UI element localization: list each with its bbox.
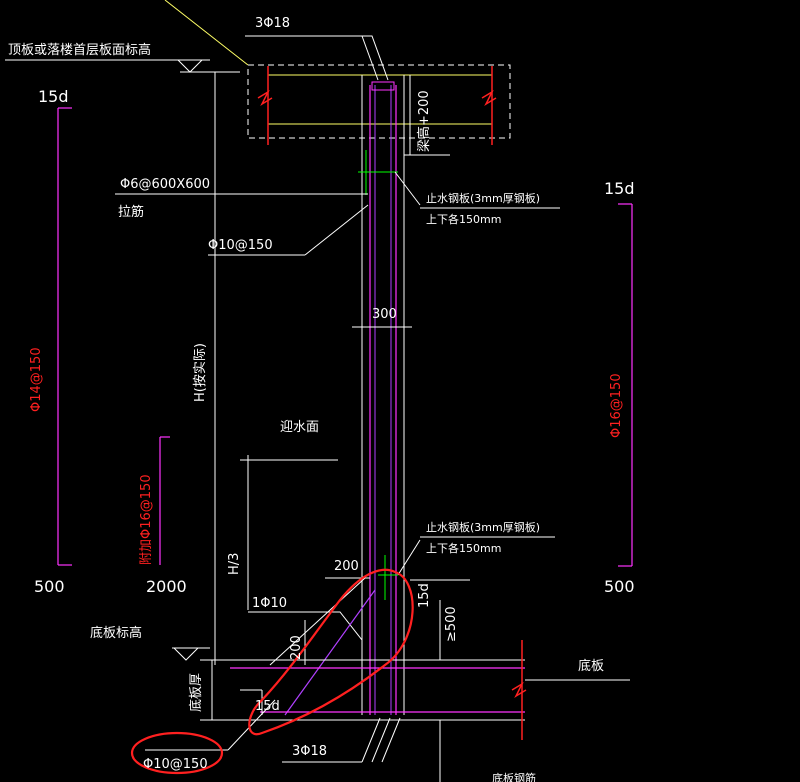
label-dim-2000: 2000 xyxy=(146,577,187,596)
label-phi10-bottom: Φ10@150 xyxy=(143,757,208,772)
bottom-bar-leader4 xyxy=(381,717,401,763)
label-right-vert-bar: Φ16@150 xyxy=(609,373,624,438)
label-dim-500-left: 500 xyxy=(34,577,65,596)
label-dim-200-diag: 200 xyxy=(289,635,304,660)
phi10-bot-leader2 xyxy=(227,699,276,751)
label-tie-spacing: Φ6@600X600 xyxy=(120,177,210,192)
haunch-rebar xyxy=(284,589,376,716)
label-add-bar: 附加Φ16@150 xyxy=(139,474,154,565)
label-right-15d: 15d xyxy=(604,179,635,198)
roof-elev-triangle xyxy=(177,59,203,73)
phi10-top-leader2 xyxy=(304,204,369,256)
beam-break-right-zig xyxy=(481,90,497,106)
label-base-elev: 底板标高 xyxy=(90,625,142,641)
waterstop-top-leader xyxy=(394,171,421,206)
haunch-face xyxy=(269,577,366,666)
top-bar-leader3 xyxy=(361,35,379,81)
base-break-zig xyxy=(511,682,527,698)
red-circle-haunch xyxy=(248,568,414,736)
label-left-vert-bar: Φ14@150 xyxy=(29,347,44,412)
label-phi10-top: Φ10@150 xyxy=(208,238,273,253)
label-base-slab: 底板 xyxy=(578,658,604,674)
waterstop-bot-leader xyxy=(397,539,421,576)
label-base-rebar: 底板钢筋 xyxy=(492,771,536,782)
beam-break-left-zig xyxy=(257,90,273,106)
wall-top-hook xyxy=(371,81,395,91)
top-leader-line xyxy=(164,0,249,66)
label-waterstop-top-2: 上下各150mm xyxy=(426,212,501,226)
red-circle-phi10 xyxy=(130,731,224,775)
label-dim-500-right: 500 xyxy=(604,577,635,596)
label-bar-1phi10: 1Φ10 xyxy=(252,596,287,611)
label-waterstop-bot-2: 上下各150mm xyxy=(426,541,501,555)
bottom-bar-leader3 xyxy=(371,717,391,763)
bottom-bar-leader2 xyxy=(361,717,381,763)
label-h3: H/3 xyxy=(227,553,242,575)
label-roof-elev: 顶板或落楼首层板面标高 xyxy=(8,42,151,58)
base-elev-triangle xyxy=(173,647,199,661)
label-base-thick: 底板厚 xyxy=(188,673,204,712)
label-tie-bar: 拉筋 xyxy=(118,204,144,220)
label-water-face: 迎水面 xyxy=(280,420,319,435)
label-left-15d: 15d xyxy=(38,87,69,106)
label-bottom-bar: 3Φ18 xyxy=(292,744,327,759)
top-beam-outline xyxy=(247,64,511,139)
label-waterstop-top-1: 止水钢板(3mm厚钢板) xyxy=(426,191,540,205)
label-dim-15d-bot: 15d xyxy=(255,699,280,714)
label-dim-ge500: ≥500 xyxy=(444,606,459,642)
label-waterstop-bot-1: 止水钢板(3mm厚钢板) xyxy=(426,520,540,534)
label-beam-h: 梁高+200 xyxy=(416,90,432,152)
label-dim-15d-corner: 15d xyxy=(417,583,432,608)
label-h: H(按实际) xyxy=(193,343,208,402)
label-dim-300: 300 xyxy=(372,307,397,322)
label-dim-200-top: 200 xyxy=(334,559,359,574)
label-top-bar: 3Φ18 xyxy=(255,16,290,31)
top-bar-leader2 xyxy=(352,35,389,81)
bar-1phi10-leader xyxy=(248,611,363,641)
